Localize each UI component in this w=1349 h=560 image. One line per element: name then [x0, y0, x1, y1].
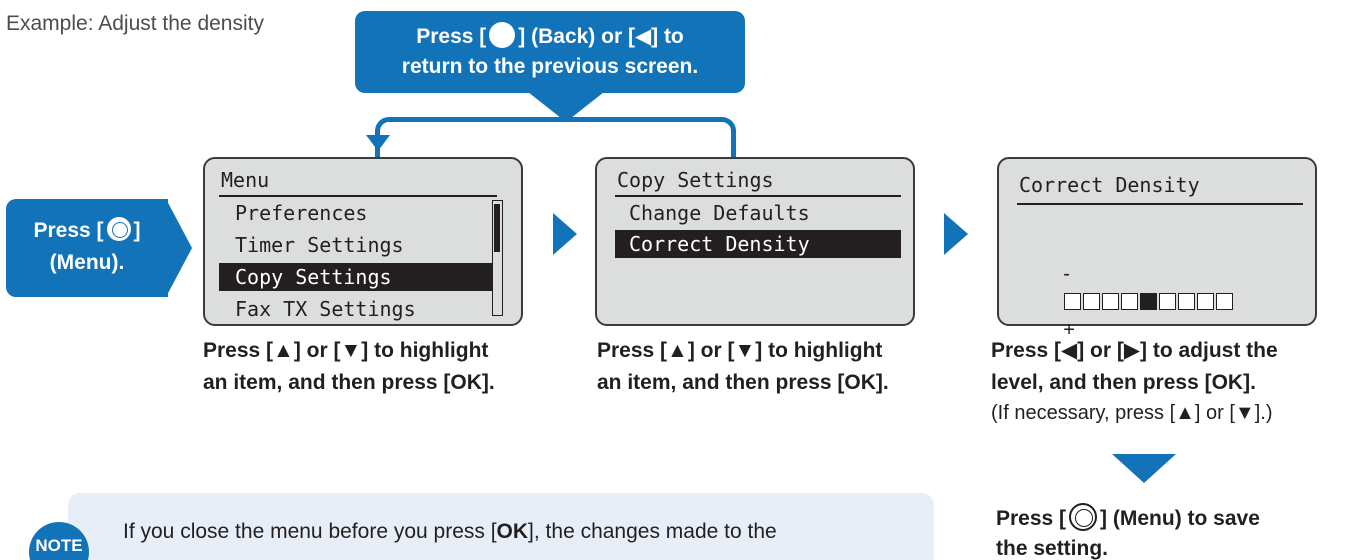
screen-title: Menu: [221, 168, 270, 192]
back-callout-line-2: return to the previous screen.: [401, 55, 699, 78]
step-3-subcaption: (If necessary, press [▲] or [▼].): [991, 402, 1273, 424]
caption-line: Press [◀] or [▶] to adjust the: [991, 339, 1278, 362]
menu-callout-suffix: ]: [133, 219, 141, 242]
density-level-box: [1178, 293, 1196, 310]
menu-item-fax-tx-settings[interactable]: Fax TX Settings: [235, 297, 416, 321]
note-text-before: If you close the menu before you press [: [123, 520, 497, 543]
density-level-box: [1140, 293, 1158, 310]
density-level-box: [1102, 293, 1120, 310]
density-level-box: [1216, 293, 1234, 310]
lcd-screen-menu: Menu Preferences Timer Settings Copy Set…: [203, 157, 523, 326]
caption-line: Press [▲] or [▼] to highlight: [203, 339, 489, 362]
back-instruction-callout: Press [ ] (Back) or [◀] to return to the …: [355, 11, 745, 93]
menu-item-correct-density[interactable]: Correct Density: [615, 230, 901, 258]
density-level-box: [1197, 293, 1215, 310]
menu-button-icon: [1069, 503, 1098, 531]
menu-callout-pointer-icon: [166, 199, 192, 297]
save-caption-line-2: the setting.: [996, 537, 1109, 560]
scrollbar-thumb[interactable]: [494, 204, 500, 252]
save-caption: Press [ ] (Menu) to save the setting.: [996, 503, 1260, 560]
return-arrow-icon: [366, 135, 390, 151]
next-step-arrow-icon: [944, 213, 968, 255]
title-divider: [1017, 203, 1303, 205]
menu-instruction-callout: Press [] (Menu).: [6, 199, 168, 297]
density-level-boxes[interactable]: [1063, 291, 1234, 313]
down-arrow-icon: [1112, 454, 1176, 483]
density-level-box: [1083, 293, 1101, 310]
density-minus-label: -: [1063, 263, 1070, 285]
screen-title: Correct Density: [1019, 173, 1200, 197]
back-callout-line-1: Press [ ] (Back) or [◀] to: [355, 22, 745, 52]
return-connector: [375, 117, 736, 157]
density-level-box: [1159, 293, 1177, 310]
caption-line: an item, and then press [OK].: [203, 371, 495, 394]
lcd-screen-correct-density: Correct Density - +: [997, 157, 1317, 341]
step-3-caption: Press [◀] or [▶] to adjust the level, an…: [991, 335, 1278, 399]
menu-scrollbar[interactable]: [492, 200, 503, 316]
note-badge: NOTE: [29, 522, 89, 560]
menu-callout-line-1: Press []: [6, 215, 168, 247]
menu-button-icon: [106, 217, 131, 241]
lcd-screen-copy-settings: Copy Settings Change Defaults Correct De…: [595, 157, 915, 326]
next-step-arrow-icon: [553, 213, 577, 255]
density-level-box: [1121, 293, 1139, 310]
menu-item-timer-settings[interactable]: Timer Settings: [235, 233, 404, 257]
caption-line: level, and then press [OK].: [991, 371, 1256, 394]
note-text-after: ], the changes made to the: [528, 520, 777, 543]
back-callout-prefix: Press [: [416, 25, 487, 48]
step-2-caption: Press [▲] or [▼] to highlight an item, a…: [597, 335, 889, 399]
caption-line: an item, and then press [OK].: [597, 371, 889, 394]
menu-callout-line-2: (Menu).: [49, 251, 125, 274]
title-divider: [219, 195, 497, 197]
note-text: If you close the menu before you press […: [123, 520, 777, 544]
title-divider: [615, 195, 901, 197]
menu-callout-prefix: Press [: [33, 219, 104, 242]
menu-item-change-defaults[interactable]: Change Defaults: [629, 201, 810, 225]
menu-item-copy-settings[interactable]: Copy Settings: [219, 263, 497, 291]
menu-item-preferences[interactable]: Preferences: [235, 201, 368, 225]
density-scale[interactable]: - +: [1041, 232, 1234, 372]
caption-line: Press [▲] or [▼] to highlight: [597, 339, 883, 362]
screen-title: Copy Settings: [617, 168, 774, 192]
save-caption-suffix: ] (Menu) to save: [1100, 507, 1260, 530]
example-label: Example: Adjust the density: [6, 12, 264, 35]
back-button-icon: [489, 22, 516, 48]
density-plus-label: +: [1063, 319, 1075, 341]
save-caption-line-1: Press [ ] (Menu) to save: [996, 503, 1260, 534]
step-1-caption: Press [▲] or [▼] to highlight an item, a…: [203, 335, 495, 399]
density-level-box: [1064, 293, 1082, 310]
note-box: [68, 493, 934, 560]
note-text-bold: OK: [496, 520, 529, 543]
back-callout-suffix: ] (Back) or [◀] to: [518, 25, 684, 48]
save-caption-prefix: Press [: [996, 507, 1067, 530]
